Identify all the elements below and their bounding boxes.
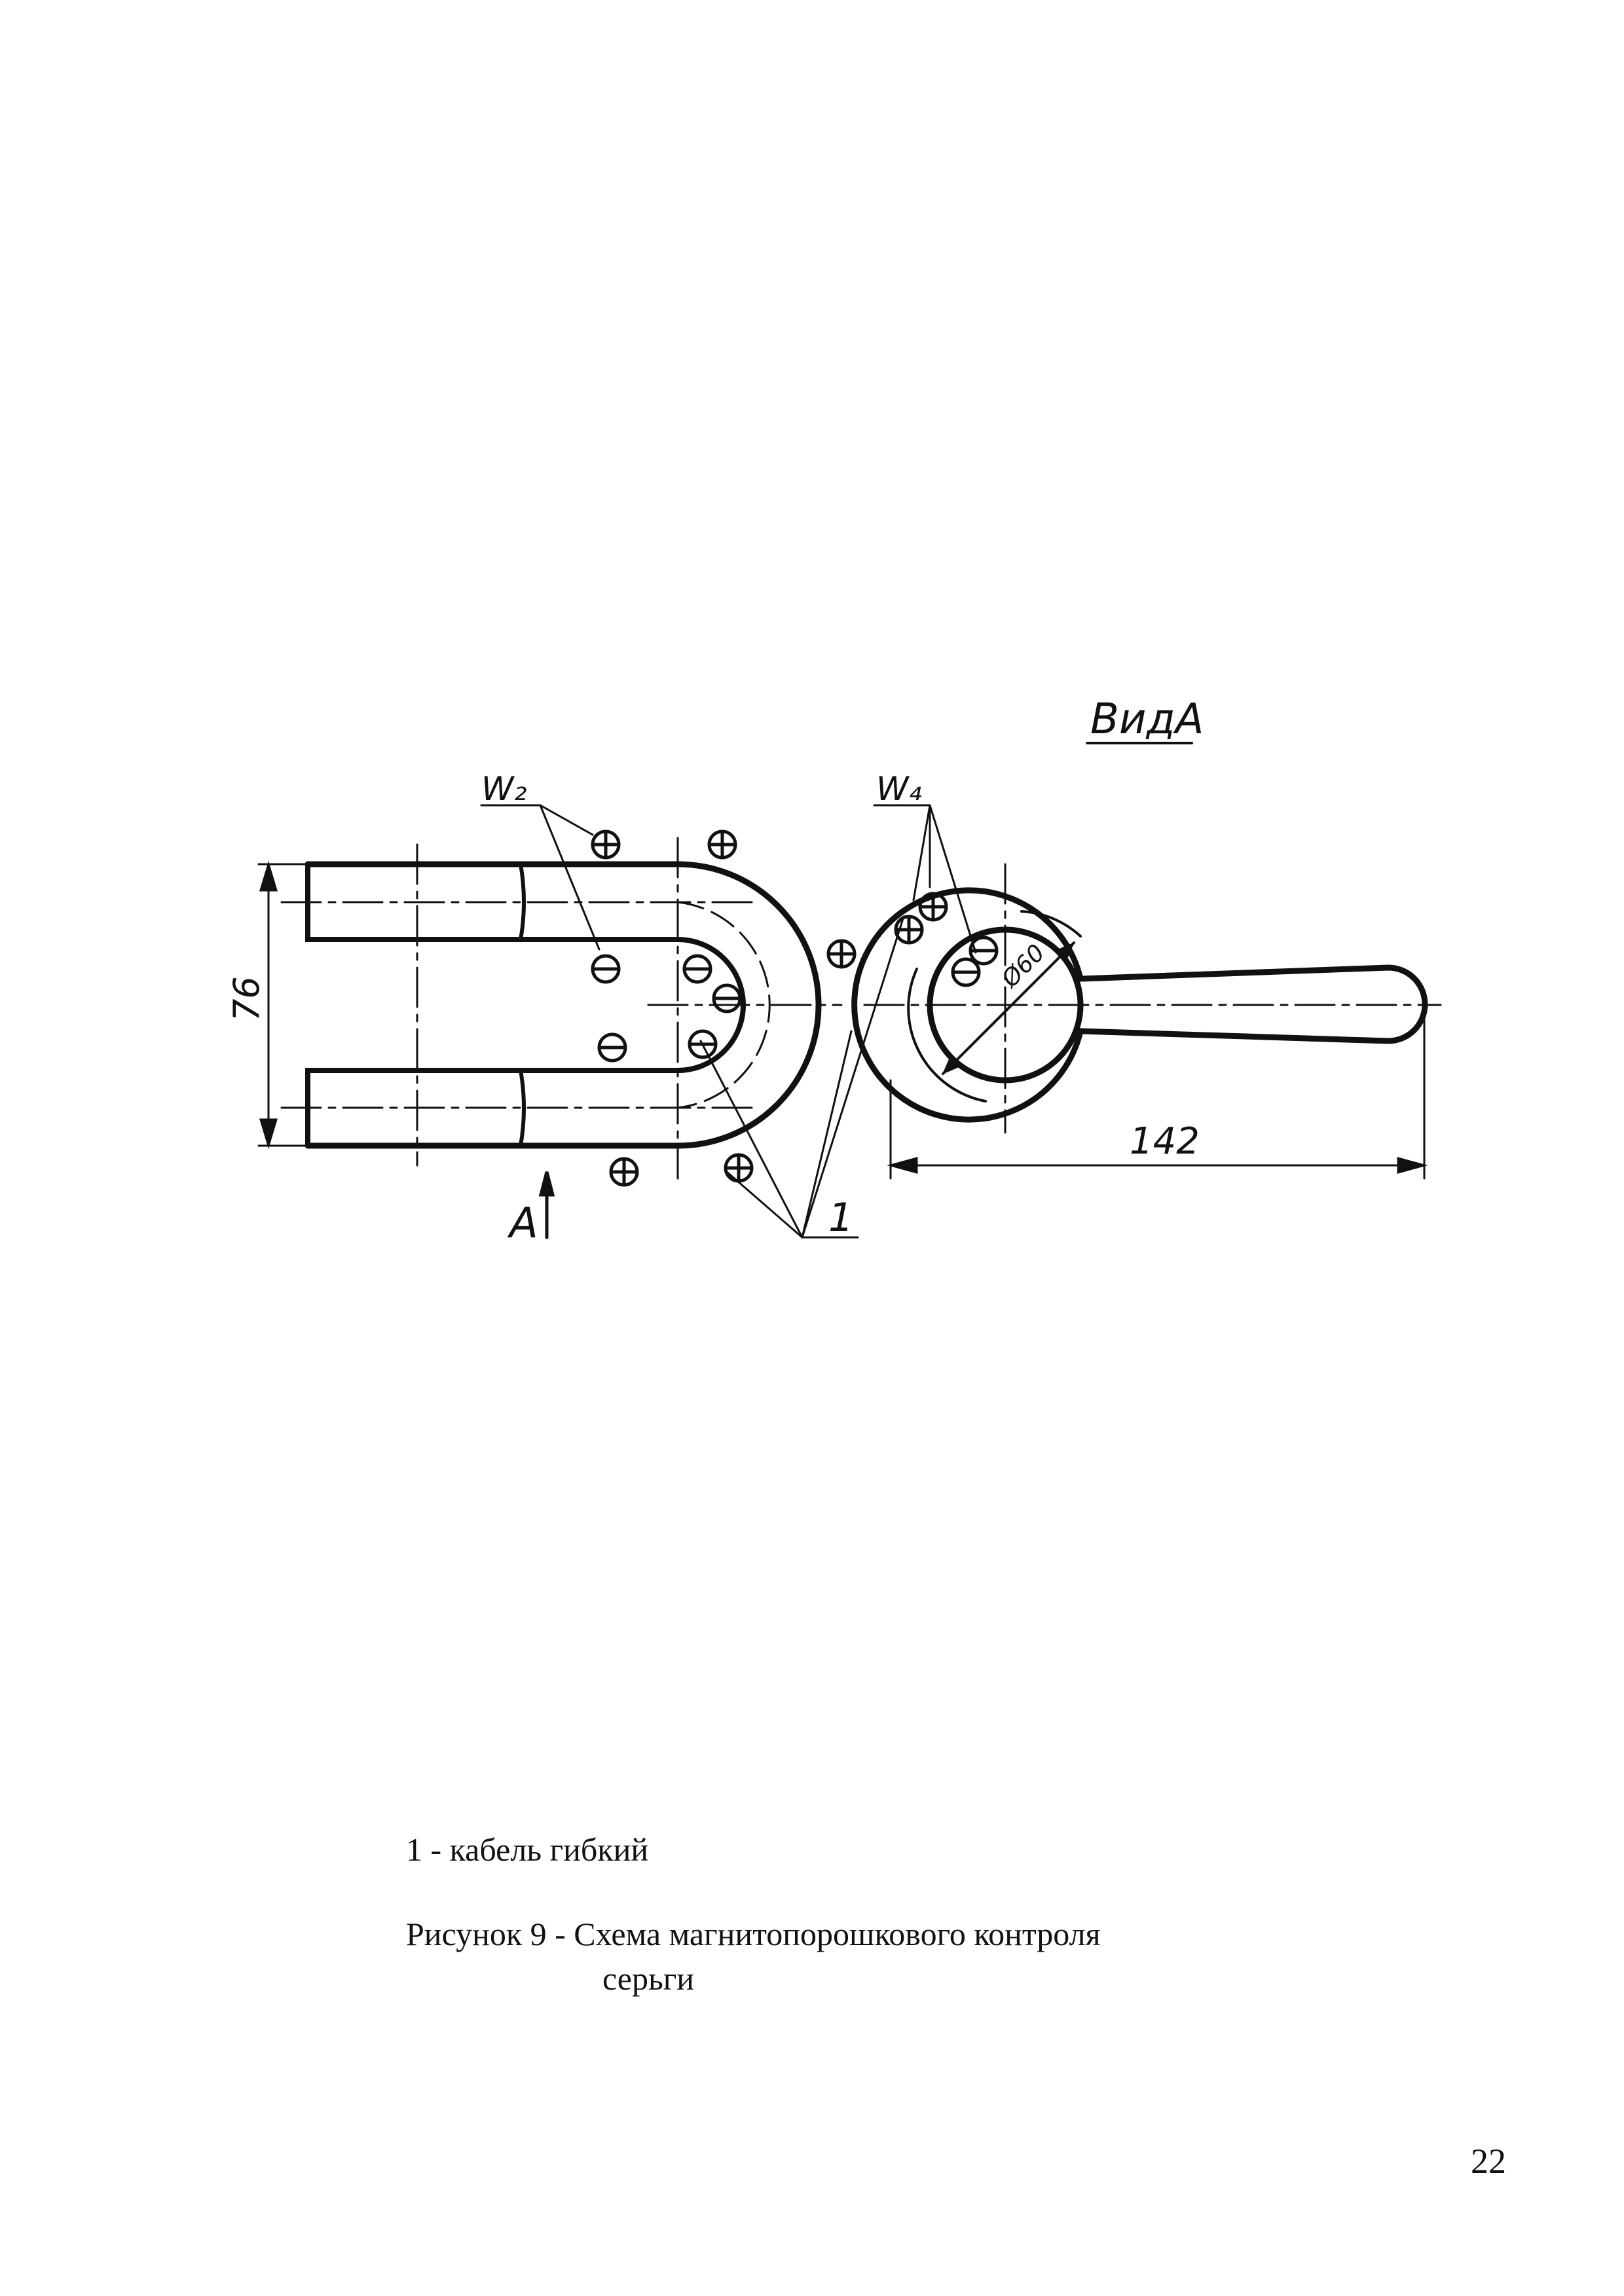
eye-outer-contour xyxy=(851,887,1428,1123)
plus-marker xyxy=(724,1153,754,1183)
fork-inner-arc xyxy=(676,901,771,1109)
figure-caption: Рисунок 9 - Схема магнитопорошкового кон… xyxy=(406,1912,1323,2001)
dimension-diameter-label: Ø60 xyxy=(996,939,1050,994)
page-number: 22 xyxy=(1471,2141,1506,2181)
dimension-length xyxy=(887,1013,1428,1180)
legend-item: 1 - кабель гибкий xyxy=(406,1831,649,1868)
section-label: А xyxy=(507,1199,538,1248)
plus-marker xyxy=(918,892,948,922)
winding-label-left: W₂ xyxy=(481,770,526,808)
dimension-length-label: 142 xyxy=(1130,1120,1200,1163)
view-label: ВидА xyxy=(1090,695,1204,744)
caption-line-1: Рисунок 9 - Схема магнитопорошкового кон… xyxy=(406,1916,1101,1952)
plus-marker xyxy=(609,1157,639,1187)
minus-marker xyxy=(682,954,712,984)
eye-view xyxy=(851,863,1442,1134)
polarity-markers xyxy=(591,829,999,1187)
plus-marker xyxy=(894,915,924,945)
caption-line-2: серьги xyxy=(602,1960,695,1997)
leader-w2 xyxy=(480,804,600,951)
leader-cable xyxy=(699,915,905,1239)
winding-label-right: W₄ xyxy=(876,770,921,808)
dimension-height xyxy=(257,860,309,1150)
plus-marker xyxy=(826,939,857,969)
dimension-height-label: 76 xyxy=(226,976,267,1021)
plus-marker xyxy=(591,829,621,860)
leader-w4 xyxy=(873,804,977,954)
callout-label: 1 xyxy=(828,1195,853,1241)
minus-marker xyxy=(969,936,999,966)
minus-marker xyxy=(712,983,742,1013)
minus-marker xyxy=(951,957,981,987)
section-arrow xyxy=(538,1171,555,1239)
minus-marker xyxy=(591,954,621,984)
fork-view xyxy=(280,837,843,1180)
plus-marker xyxy=(707,829,737,860)
minus-marker xyxy=(688,1029,718,1059)
minus-marker xyxy=(597,1032,627,1063)
